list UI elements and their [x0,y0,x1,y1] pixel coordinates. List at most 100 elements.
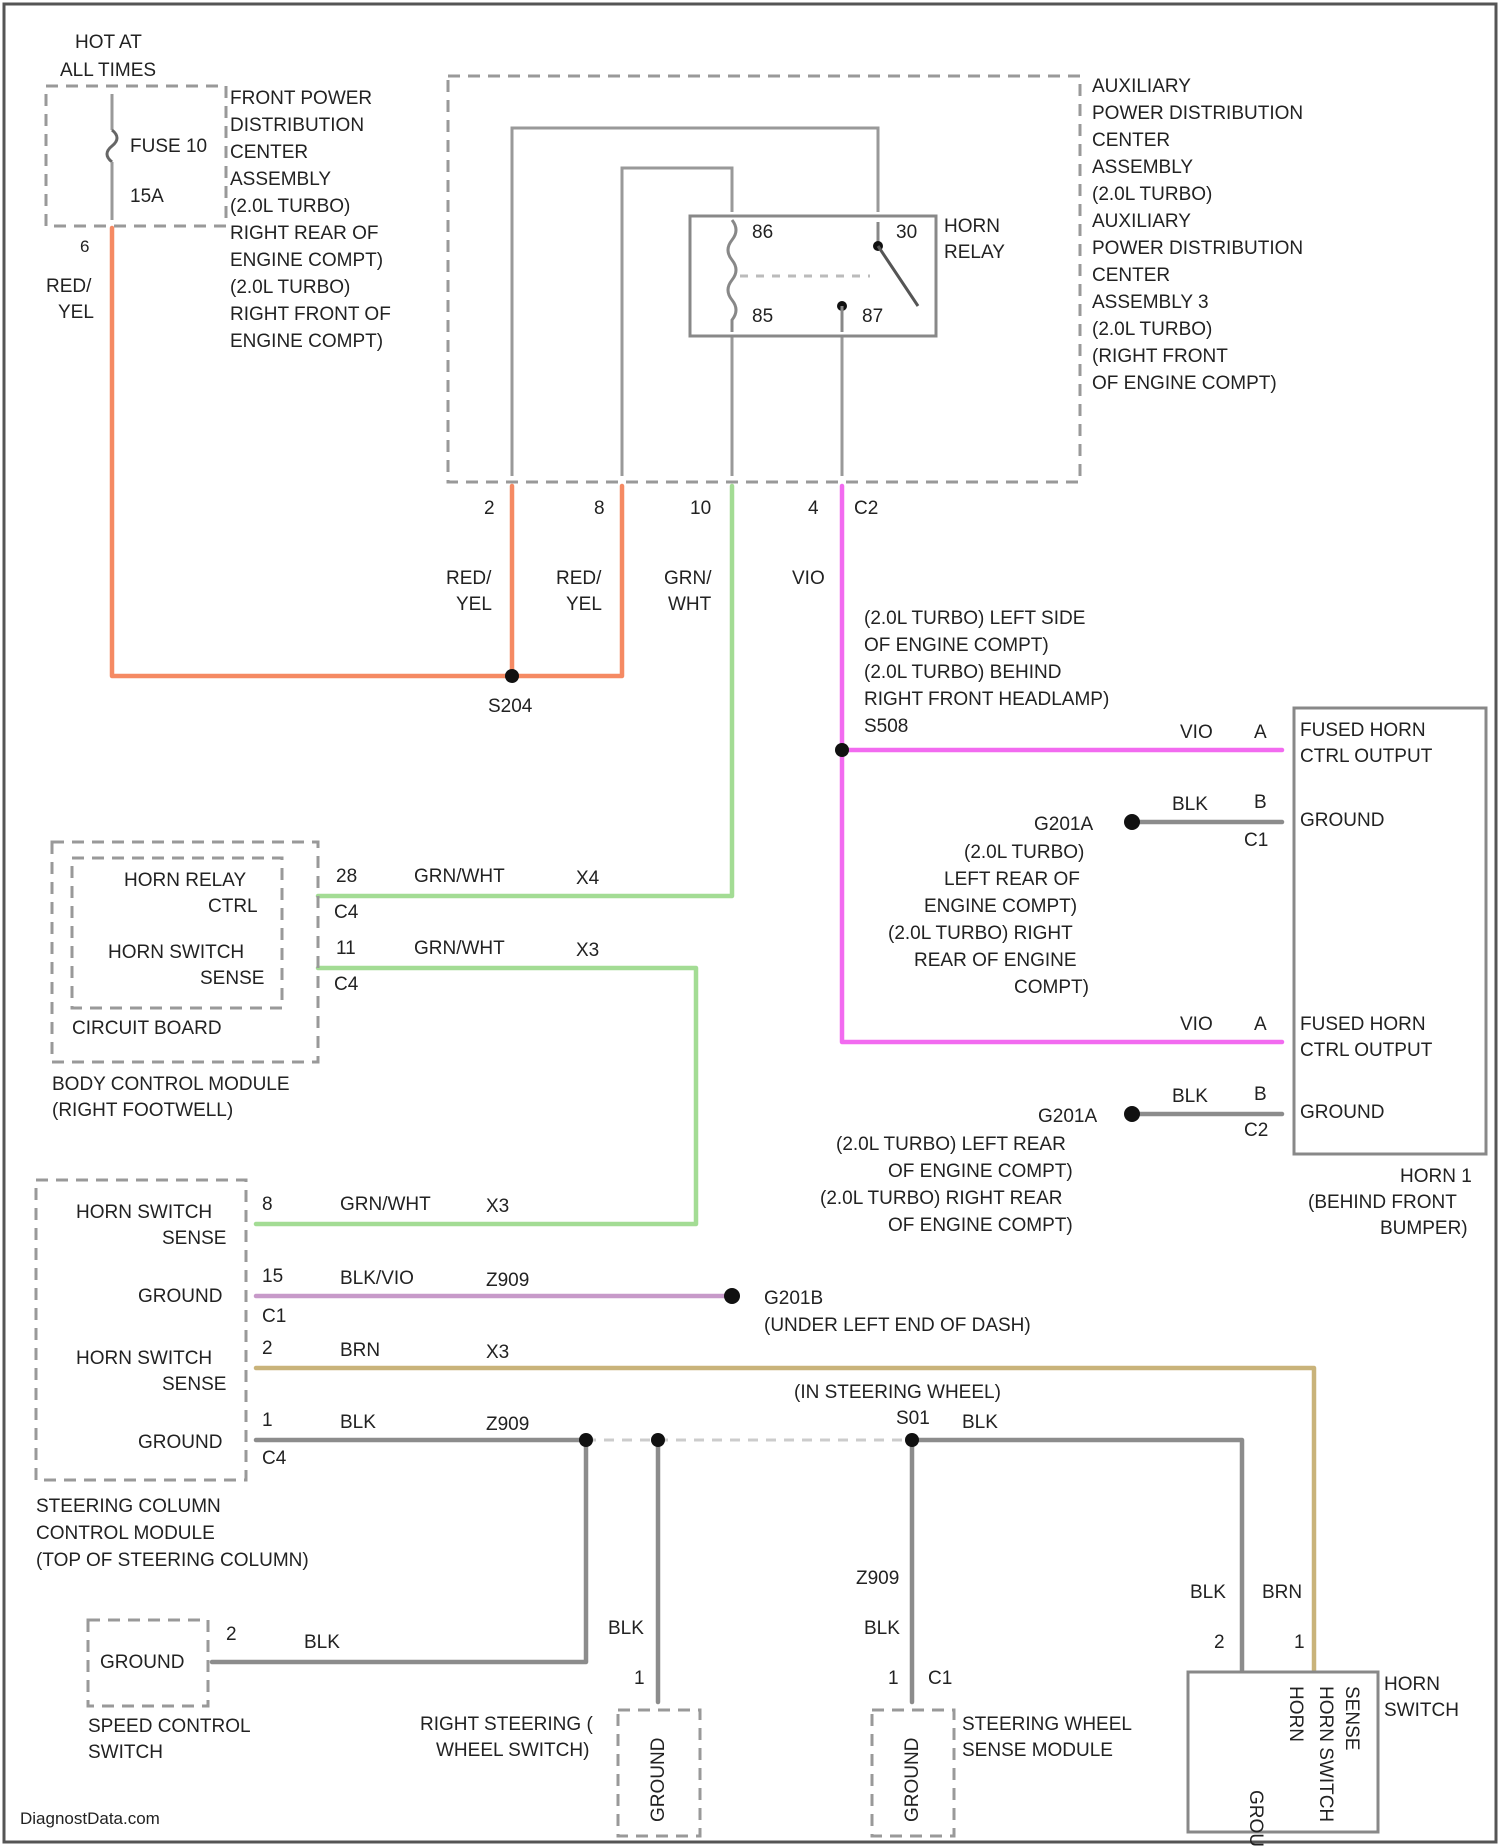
red-yel-label-1: RED/ [46,276,92,297]
grn-wht-label-x3: GRN/WHT [414,938,505,959]
fpdc-line-2: DISTRIBUTION [230,115,364,136]
sccm-block-4: GROUND [138,1432,222,1453]
vio-label-upper: VIO [1180,722,1213,743]
horn-switch-pin-1: 1 [1294,1632,1305,1653]
swsm-conn-c1: C1 [928,1668,952,1689]
in-steering-wheel-label: (IN STEERING WHEEL) [794,1382,1001,1403]
z909-label-swsm: Z909 [856,1568,899,1589]
fuse-icon [107,130,117,162]
fpdc-line-7: ENGINE COMPT) [230,250,383,271]
relay-pin-87: 87 [862,306,883,327]
speed-control-label-1: SPEED CONTROL [88,1716,251,1737]
horn-switch-label-1: HORN [1384,1674,1440,1695]
sccm-pin-15: 15 [262,1266,283,1287]
horn-1-label-3: BUMPER) [1380,1218,1468,1239]
sccm-label-2: CONTROL MODULE [36,1523,215,1544]
horn-switch-block-sense-2: SENSE [1341,1686,1362,1750]
red-yel-label-2: YEL [58,302,94,323]
fpdc-line-6: RIGHT REAR OF [230,223,379,244]
sccm-label-3: (TOP OF STEERING COLUMN) [36,1550,309,1571]
sccm-pin-1: 1 [262,1410,273,1431]
g201a-note1-2: LEFT REAR OF [944,869,1080,890]
vio-label-stack: VIO [792,568,825,589]
apdc-line-3: CENTER [1092,130,1170,151]
speed-control-label-2: SWITCH [88,1742,163,1763]
fpdc-line-5: (2.0L TURBO) [230,196,350,217]
body-control-module: HORN RELAY CTRL HORN SWITCH SENSE CIRCUI… [52,842,600,1121]
bcm-horn-relay-ctrl-1: HORN RELAY [124,870,246,891]
fpdc-line-4: ASSEMBLY [230,169,331,190]
ground-g201b-icon [724,1288,740,1304]
brn-wire [256,1368,1314,1670]
grn-wht-stack-label-2: WHT [668,594,712,615]
g201a-note1-5: REAR OF ENGINE [914,950,1077,971]
sccm-pin-2: 2 [262,1338,273,1359]
blk-label-s01: BLK [962,1412,998,1433]
bcm-pin-28: 28 [336,866,357,887]
bcm-label-2: (RIGHT FOOTWELL) [52,1100,233,1121]
red-yel-pin8-label-2: YEL [566,594,602,615]
apdc-pin-8: 8 [594,498,605,519]
g201b-label: G201B [764,1288,823,1309]
brn-label-horn-switch: BRN [1262,1582,1302,1603]
red-yel-pin8-label-1: RED/ [556,568,602,589]
s01-label: S01 [896,1408,930,1429]
horn-1-block-upper-1: FUSED HORN [1300,720,1426,741]
horn-1-block-lower-2: CTRL OUTPUT [1300,1040,1433,1061]
bcm-conn-c4-lower: C4 [334,974,359,995]
sccm-block-2: GROUND [138,1286,222,1307]
g201a-note1-4: (2.0L TURBO) RIGHT [888,923,1073,944]
red-yel-pin2-label-1: RED/ [446,568,492,589]
swsm-label-2: SENSE MODULE [962,1740,1113,1761]
fpdc-line-10: ENGINE COMPT) [230,331,383,352]
fuse-pin: 6 [80,237,89,256]
bcm-horn-switch-sense-2: SENSE [200,968,264,989]
horn-1-block-upper-2: CTRL OUTPUT [1300,746,1433,767]
apdc-pin-10: 10 [690,498,711,519]
swsm-ground-vertical: GROUND [902,1738,923,1822]
apdc-connector-c2: C2 [854,498,878,519]
vio-label-lower: VIO [1180,1014,1213,1035]
horn-1-block-upper-ground: GROUND [1300,810,1384,831]
ground-g201a-upper-icon [1124,814,1140,830]
apdc-pin-2: 2 [484,498,495,519]
apdc-line-1: AUXILIARY [1092,76,1191,97]
apdc-line-12: OF ENGINE COMPT) [1092,373,1277,394]
relay-pin-85: 85 [752,306,773,327]
splice-bus-mid [651,1433,665,1447]
splice-s204-label: S204 [488,696,533,717]
vio-circuit: VIO (2.0L TURBO) LEFT SIDE OF ENGINE COM… [792,486,1486,1239]
g201a-note1-6: COMPT) [1014,977,1089,998]
ground-g201a-lower-icon [1124,1106,1140,1122]
fuse-amps: 15A [130,186,164,207]
horn-switch-block-horn: HORN [1285,1686,1306,1742]
fpdc-line-1: FRONT POWER [230,88,372,109]
hot-at-all-times-line-1: HOT AT [75,32,142,53]
g201b-note: (UNDER LEFT END OF DASH) [764,1315,1031,1336]
rsw-ground-vertical: GROUND [648,1738,669,1822]
splice-bus-left [579,1433,593,1447]
grn-wht-wire-relay-ctrl [318,486,732,896]
red-yel-pin2-label-2: YEL [456,594,492,615]
front-power-distribution-center: HOT AT ALL TIMES FUSE 10 15A 6 FRONT POW… [46,32,391,352]
blk-vio-label: BLK/VIO [340,1268,414,1289]
brn-label-sccm: BRN [340,1340,380,1361]
blk-label-horn-switch: BLK [1190,1582,1226,1603]
g201a-note1-1: (2.0L TURBO) [964,842,1084,863]
grn-wht-circuit: GRN/ WHT [256,486,732,1224]
blk-label-rsw: BLK [608,1618,644,1639]
relay-pin-30: 30 [896,222,917,243]
circuit-x4-label: X4 [576,868,600,889]
bcm-horn-relay-ctrl-2: CTRL [208,896,258,917]
blk-label-horn-upper: BLK [1172,794,1208,815]
fpdc-line-9: RIGHT FRONT OF [230,304,391,325]
bcm-conn-c4-upper: C4 [334,902,359,923]
horn-switch-block-ground: GROUND [1245,1790,1266,1846]
relay-pin-86: 86 [752,222,773,243]
blk-label-sccm: BLK [340,1412,376,1433]
fuse-name: FUSE 10 [130,136,207,157]
horn-1-conn-c2: C2 [1244,1120,1268,1141]
sccm-block-3a: HORN SWITCH [76,1348,212,1369]
sccm-block-1b: SENSE [162,1228,226,1249]
